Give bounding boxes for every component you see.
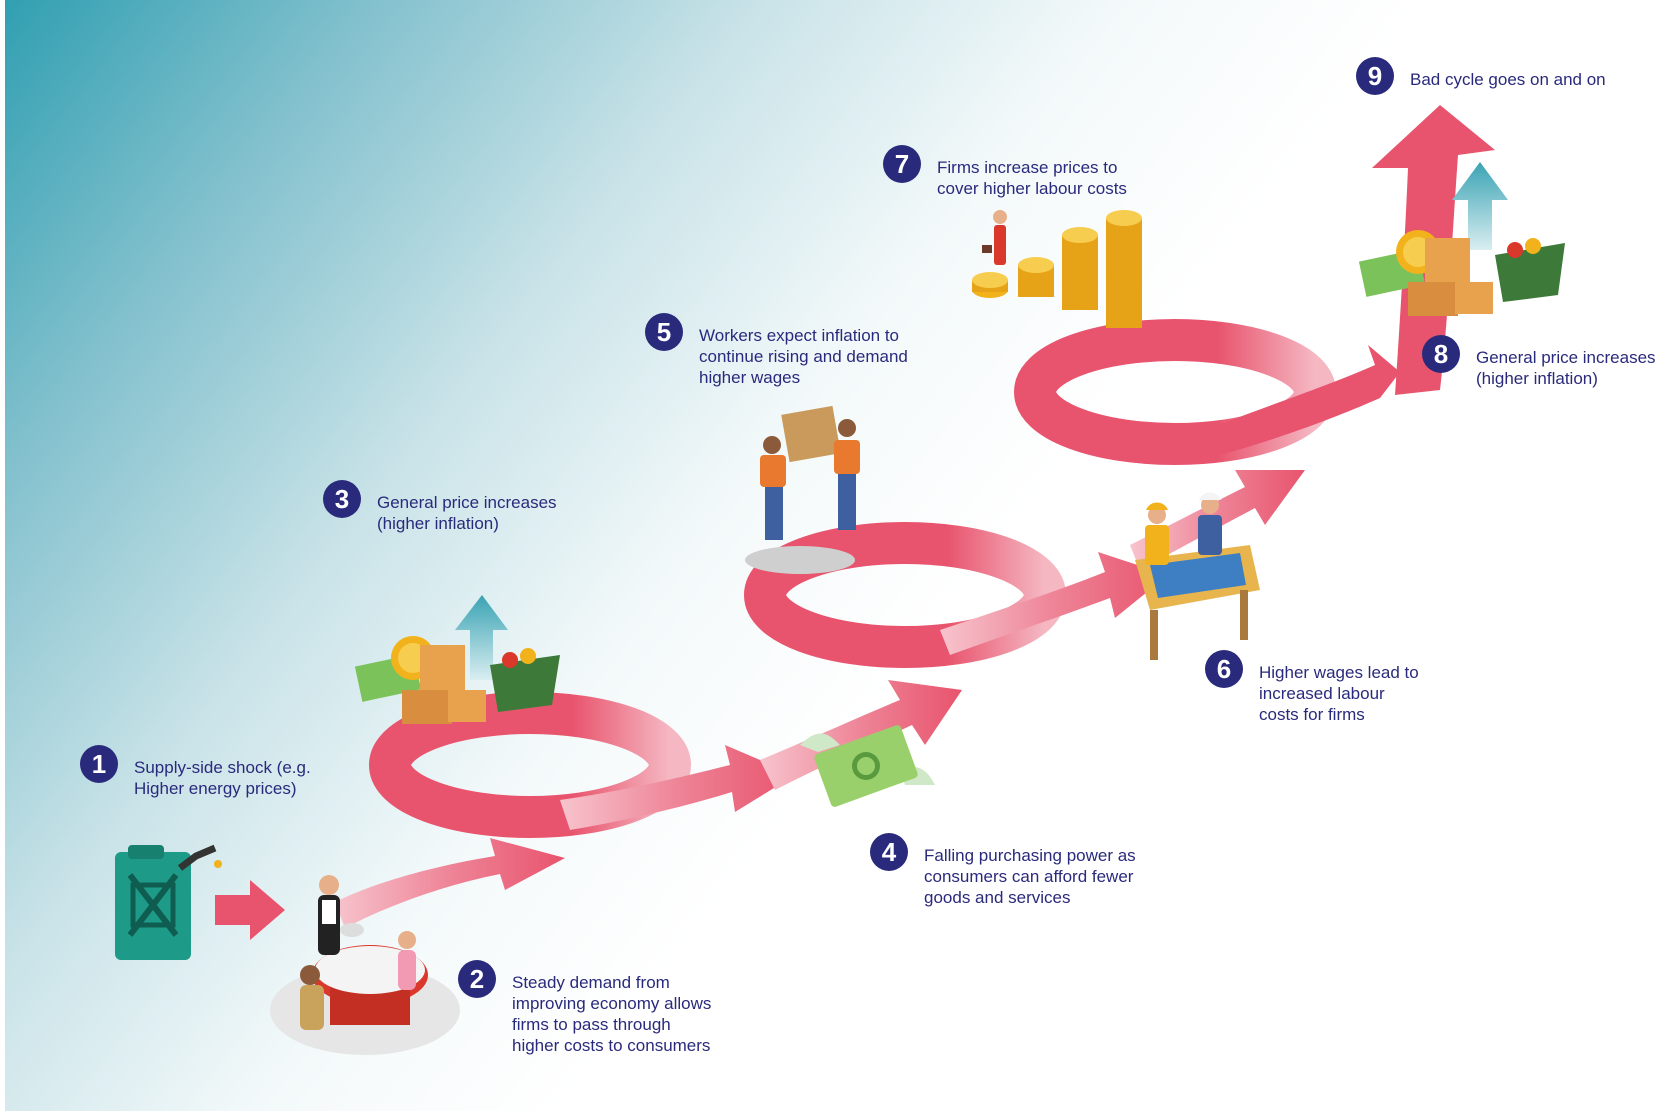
- step-2: 2 Steady demand from improving economy a…: [458, 960, 742, 1056]
- ribbon-segment-3: [760, 680, 962, 790]
- step-3-badge: 3: [323, 480, 361, 518]
- shopping-goods-icon: [354, 595, 560, 724]
- step-5: 5 Workers expect inflation to continue r…: [645, 313, 949, 388]
- step-5-label: Workers expect inflation to continue ris…: [699, 326, 908, 387]
- step-4: 4 Falling purchasing power as consumers …: [870, 833, 1174, 908]
- step-7: 7 Firms increase prices to cover higher …: [883, 145, 1177, 199]
- step-4-label: Falling purchasing power as consumers ca…: [924, 846, 1136, 907]
- ribbon-loop-1: [369, 692, 691, 838]
- step-2-badge: 2: [458, 960, 496, 998]
- step-7-label: Firms increase prices to cover higher la…: [937, 158, 1127, 198]
- engineers-blueprint-icon: [1135, 492, 1260, 660]
- step-7-badge: 7: [883, 145, 921, 183]
- step-6: 6 Higher wages lead to increased labour …: [1205, 650, 1459, 725]
- step-8-badge: 8: [1422, 335, 1460, 373]
- step-6-label: Higher wages lead to increased labour co…: [1259, 663, 1419, 724]
- step-1-label: Supply-side shock (e.g. Higher energy pr…: [134, 758, 311, 798]
- step-9-label: Bad cycle goes on and on: [1410, 70, 1606, 89]
- restaurant-diners-icon: [270, 875, 460, 1055]
- coin-stacks-icon: [972, 210, 1142, 328]
- ribbon-segment-4: [940, 552, 1168, 655]
- step-2-label: Steady demand from improving economy all…: [512, 973, 712, 1055]
- workers-carrying-box-icon: [745, 405, 860, 574]
- step-8: 8 General price increases (higher inflat…: [1422, 335, 1676, 389]
- shock-arrow: [215, 880, 285, 940]
- ribbon-segment-2: [560, 745, 795, 830]
- step-5-badge: 5: [645, 313, 683, 351]
- step-1: 1 Supply-side shock (e.g. Higher energy …: [80, 745, 364, 799]
- flying-banknote-icon: [800, 725, 935, 807]
- shopping-goods-icon: [1358, 162, 1565, 316]
- fuel-can-icon: [115, 844, 222, 960]
- left-edge-strip: [0, 0, 5, 1111]
- step-9-badge: 9: [1356, 57, 1394, 95]
- step-4-badge: 4: [870, 833, 908, 871]
- ribbon-segment-6: [1210, 345, 1400, 455]
- step-1-badge: 1: [80, 745, 118, 783]
- step-8-label: General price increases (higher inflatio…: [1476, 348, 1656, 388]
- step-3: 3 General price increases (higher inflat…: [323, 480, 607, 534]
- step-3-label: General price increases (higher inflatio…: [377, 493, 557, 533]
- step-6-badge: 6: [1205, 650, 1243, 688]
- step-9: 9 Bad cycle goes on and on: [1356, 57, 1640, 95]
- ribbon-segment-1: [335, 838, 565, 928]
